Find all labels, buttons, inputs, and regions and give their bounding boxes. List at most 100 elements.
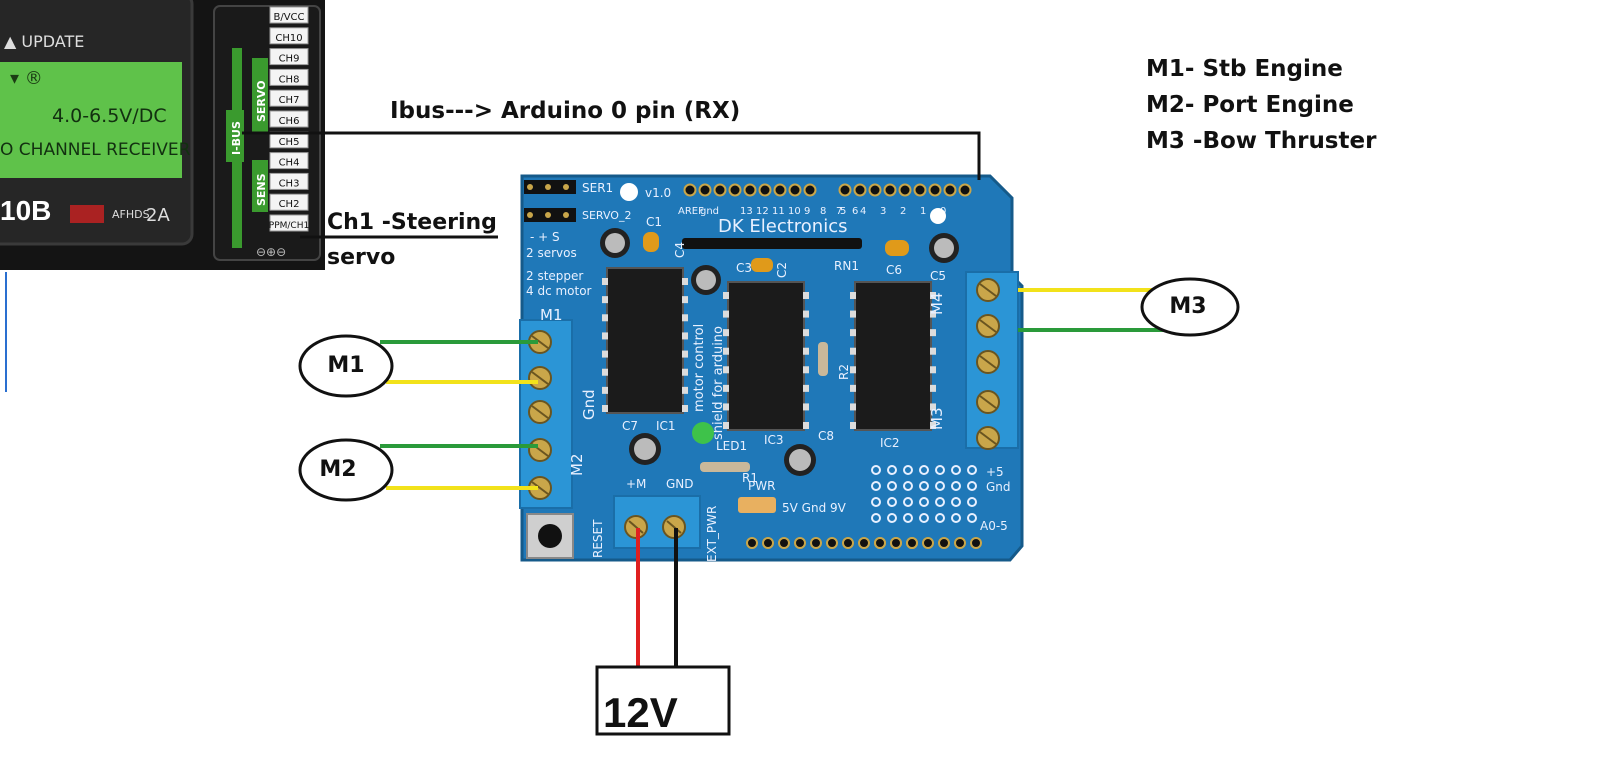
part-label: IC1	[656, 419, 676, 433]
pin-label: 6	[852, 206, 858, 217]
channel-label: CH4	[279, 158, 300, 169]
pin-label: 10	[788, 206, 801, 217]
part-label: C8	[818, 429, 834, 443]
ser1-label: SER1	[582, 181, 613, 195]
sens-tag: SENS	[255, 173, 268, 206]
part-label: LED1	[716, 439, 747, 453]
m3-bubble	[1140, 277, 1240, 337]
part-label: Gnd	[580, 389, 598, 420]
pwr-jumper	[738, 497, 776, 513]
pin-label: 12	[756, 206, 769, 217]
channel-slot	[269, 6, 309, 24]
power-source-label: 12V	[603, 689, 678, 736]
pin-label: 8	[820, 206, 826, 217]
part-label: +5	[986, 465, 1004, 479]
part-label: A0-5	[980, 519, 1008, 533]
wires	[242, 131, 1170, 673]
part-label: GND	[666, 477, 694, 491]
channel-label: CH8	[279, 74, 300, 85]
pm-label: - + S	[530, 230, 560, 244]
bottom-headers	[746, 465, 982, 549]
part-label: C7	[622, 419, 638, 433]
ce-mark	[70, 205, 104, 223]
ic-pins	[602, 278, 936, 429]
channel-slot	[269, 48, 309, 66]
channel-slot	[269, 110, 309, 128]
part-label: M2	[568, 454, 586, 477]
pin-label: 3	[880, 206, 886, 217]
resistor-r1	[700, 462, 750, 472]
part-label: M3	[928, 408, 946, 431]
pin-label: 13	[740, 206, 753, 217]
channel-label: PPM/CH1	[269, 221, 309, 231]
m2-bubble	[298, 438, 394, 502]
brand-label: DK Electronics	[718, 216, 848, 237]
channel-label: CH2	[279, 199, 300, 210]
resistor-network	[682, 238, 862, 249]
shield-label: shield for arduino	[711, 326, 726, 440]
mount-hole-right	[930, 208, 946, 224]
pin-label: 1	[920, 206, 926, 217]
channel-label: CH3	[279, 178, 300, 189]
pin-labels: AREFgnd131211109876543210	[678, 206, 946, 217]
voltage-label: 4.0-6.5V/DC	[52, 105, 167, 127]
mount-hole-left	[620, 183, 638, 201]
servos-label: 2 servos	[526, 246, 577, 260]
channel-slot	[269, 89, 309, 107]
digital-header	[683, 183, 972, 197]
part-label: R1	[742, 471, 758, 485]
receiver-type-label: O CHANNEL RECEIVER	[0, 140, 191, 160]
channel-slot	[269, 27, 309, 45]
resistor-r2	[818, 342, 828, 376]
flysky-receiver: ▲ UPDATE ▾ ® 4.0-6.5V/DC O CHANNEL RECEI…	[0, 0, 325, 270]
channel-label: CH10	[275, 33, 302, 44]
servo2-label: SERVO_2	[582, 209, 631, 222]
m1-bubble-label: M1	[327, 353, 364, 378]
update-label: ▲ UPDATE	[4, 32, 84, 51]
capacitors	[600, 228, 959, 476]
pin-label: gnd	[700, 206, 719, 217]
pin-label: 4	[860, 206, 866, 217]
part-label: RESET	[591, 519, 605, 558]
servo-headers	[524, 180, 576, 222]
m3-bubble-label: M3	[1169, 294, 1206, 319]
legend-m3: M3 -Bow Thruster	[1146, 128, 1377, 154]
pin-label: AREF	[678, 206, 704, 217]
part-label: R2	[837, 364, 851, 380]
two-a-label: 2A	[146, 205, 170, 226]
part-label: C4	[673, 242, 687, 258]
green-led	[692, 422, 714, 444]
motor-bubbles: M1 M2 M3	[298, 277, 1240, 502]
part-label: M1	[540, 306, 563, 324]
part-label: C6	[886, 263, 902, 277]
part-label: PWR	[748, 479, 775, 493]
channel-label: CH6	[279, 116, 300, 127]
afhds-label: AFHDS	[112, 208, 150, 221]
part-label: EXT_PWR	[705, 506, 719, 562]
ibus-tag: I-BUS	[230, 121, 243, 155]
model-label: 10B	[0, 195, 51, 226]
channel-slot	[269, 152, 309, 170]
m2-bubble-label: M2	[319, 457, 356, 482]
pin-label: 5	[840, 206, 846, 217]
pin-label: 9	[804, 206, 810, 217]
part-label: M4	[928, 293, 946, 316]
part-label: RN1	[834, 259, 859, 273]
version-label: v1.0	[645, 186, 671, 200]
ic-chips	[606, 267, 932, 431]
motor-shield: AREFgnd131211109876543210 SER1 SERVO_2 v…	[519, 174, 1024, 562]
receiver-label-panel	[0, 62, 182, 178]
ibus-annotation: Ibus---> Arduino 0 pin (RX)	[390, 98, 740, 124]
m1-bubble	[298, 334, 394, 398]
channel-slot	[269, 172, 309, 190]
legend-m1: M1- Stb Engine	[1146, 56, 1343, 82]
polarity-icons: ⊖⊕⊖	[256, 245, 286, 259]
part-label: IC2	[880, 436, 900, 450]
channel-slot	[269, 214, 309, 232]
part-label: 5V Gnd 9V	[782, 501, 847, 515]
dc-motor-label: 4 dc motor	[526, 284, 592, 298]
receiver-logo-glyph: ▾ ®	[10, 68, 43, 89]
motor-legend: M1- Stb Engine M2- Port Engine M3 -Bow T…	[1146, 56, 1377, 154]
